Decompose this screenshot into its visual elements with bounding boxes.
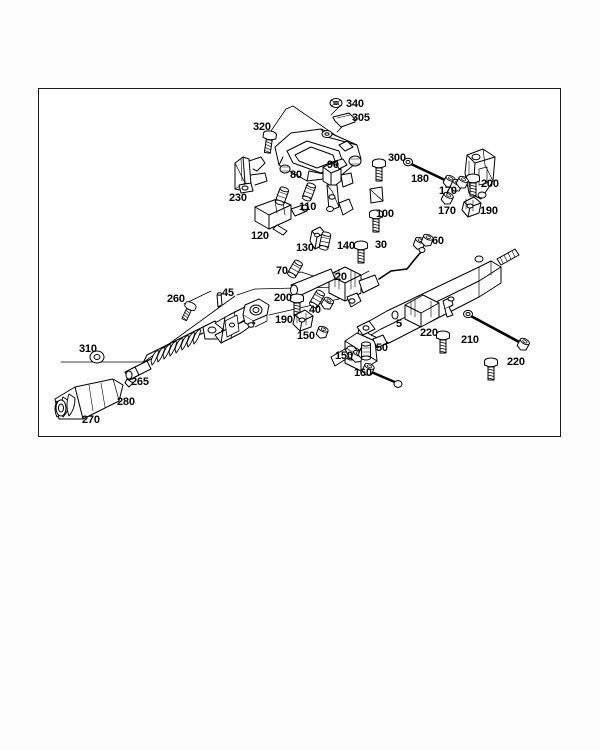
callout-label-170-upper: 170 xyxy=(439,185,457,197)
callout-label-20: 20 xyxy=(335,271,347,283)
callout-label-50: 50 xyxy=(376,342,388,354)
callout-label-310: 310 xyxy=(79,343,97,355)
diagram-frame: 320 340 305 80 90 300 180 170 200 170 19… xyxy=(38,88,561,437)
callout-label-70: 70 xyxy=(276,265,288,277)
callout-label-60: 60 xyxy=(432,235,444,247)
callout-label-120: 120 xyxy=(251,230,269,242)
callout-label-265: 265 xyxy=(131,376,149,388)
callout-label-320: 320 xyxy=(253,121,271,133)
callout-label-110: 110 xyxy=(299,201,317,213)
callout-label-45: 45 xyxy=(222,287,234,299)
callout-label-280: 280 xyxy=(117,396,135,408)
callout-label-340: 340 xyxy=(346,98,364,110)
callout-label-180: 180 xyxy=(411,173,429,185)
callout-label-170-lower: 170 xyxy=(438,205,456,217)
callout-label-200-upper: 200 xyxy=(481,178,499,190)
callout-label-190-lower: 190 xyxy=(275,314,293,326)
parts-illustration xyxy=(54,98,531,420)
callout-label-90: 90 xyxy=(327,159,339,171)
callout-label-140: 140 xyxy=(337,240,355,252)
callout-label-190-upper: 190 xyxy=(480,205,498,217)
callout-label-220-right: 220 xyxy=(507,356,525,368)
callout-label-30: 30 xyxy=(375,239,387,251)
callout-label-200-lower: 200 xyxy=(274,292,292,304)
callout-label-270: 270 xyxy=(82,414,100,426)
callout-label-305: 305 xyxy=(352,112,370,124)
callout-label-40: 40 xyxy=(309,304,321,316)
callout-label-230: 230 xyxy=(229,192,247,204)
callout-label-80: 80 xyxy=(290,169,302,181)
callout-label-300: 300 xyxy=(388,152,406,164)
callout-label-160: 160 xyxy=(354,367,372,379)
callout-label-150-lower: 150 xyxy=(335,350,353,362)
callout-label-100: 100 xyxy=(376,208,394,220)
callout-label-150-upper: 150 xyxy=(297,330,315,342)
callout-label-220-left: 220 xyxy=(420,327,438,339)
callout-label-260: 260 xyxy=(167,293,185,305)
callout-label-210: 210 xyxy=(461,334,479,346)
callout-label-130: 130 xyxy=(296,242,314,254)
callout-label-5: 5 xyxy=(396,318,402,330)
